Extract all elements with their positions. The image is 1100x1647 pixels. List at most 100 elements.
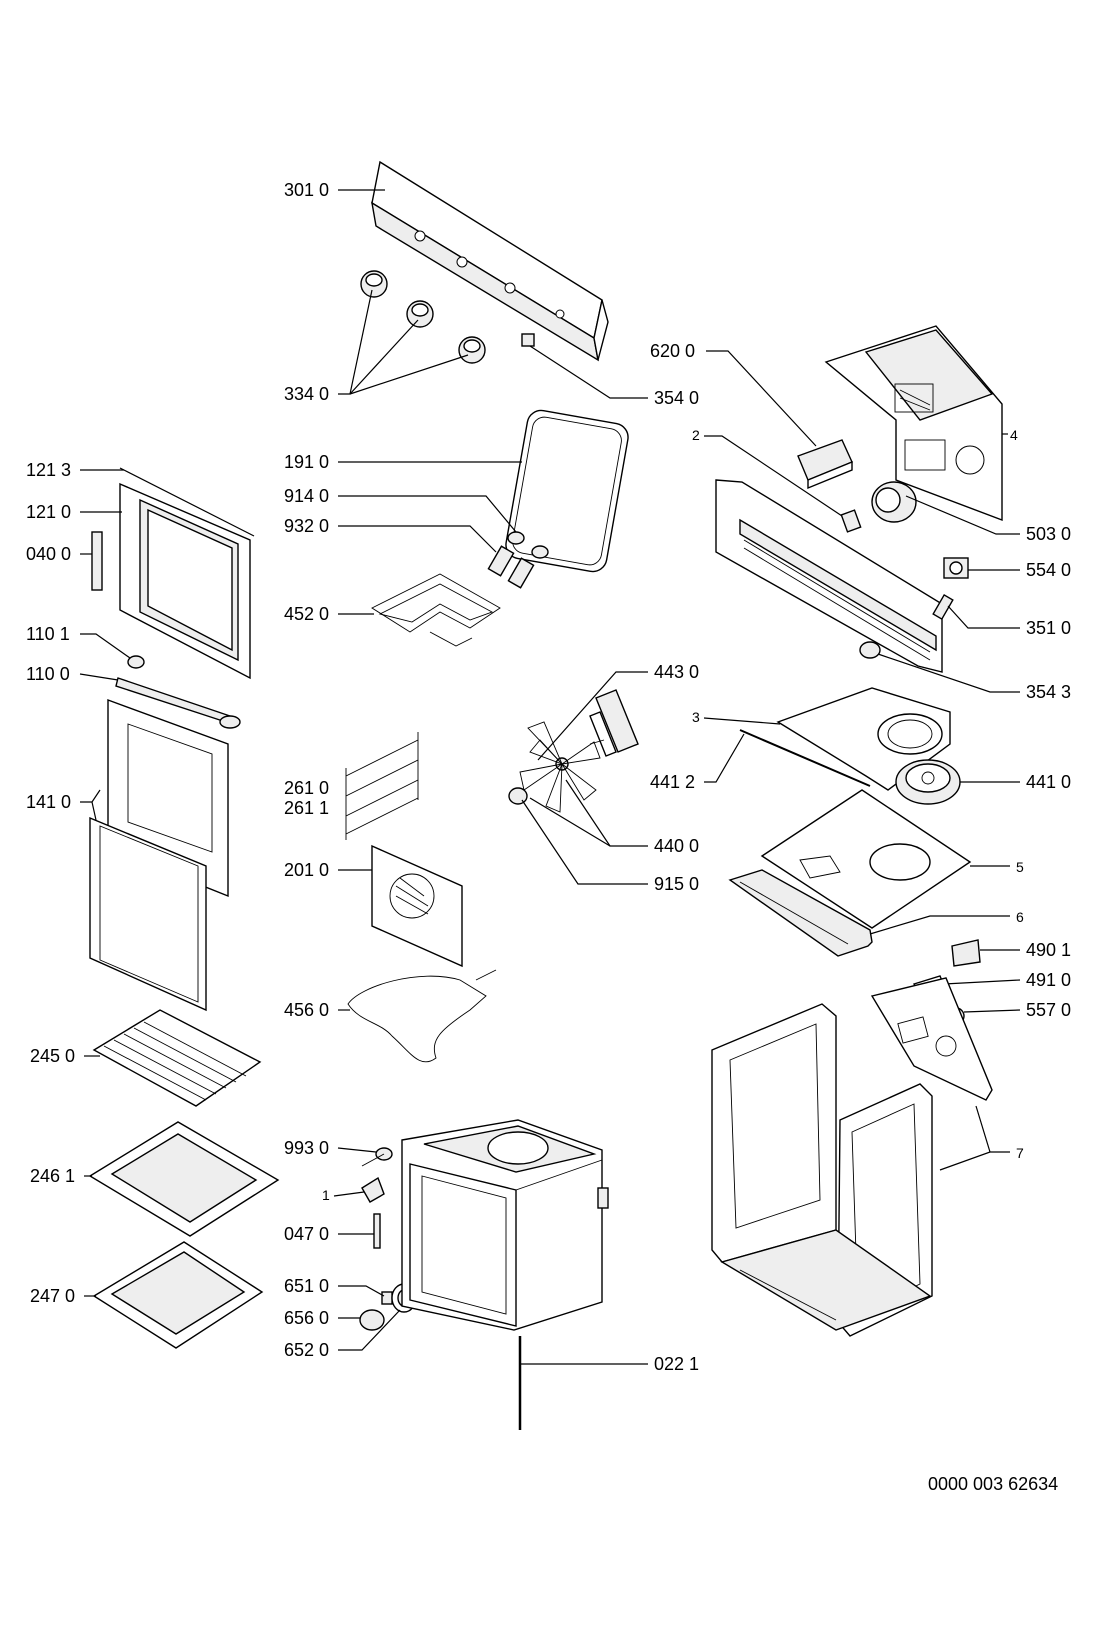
label-440-0: 440 0 [654,836,699,856]
leader-652-0 [338,1309,401,1351]
label-490-1: 490 1 [1026,940,1071,960]
switch-part [951,939,981,967]
air-duct-part [776,687,951,791]
label-247-0: 247 0 [30,1286,75,1306]
duct-strip-part [739,729,871,787]
cooling-chassis-part [824,325,1003,522]
leader-2 [704,435,849,521]
lamp-cap-part [359,1309,385,1331]
label-110-1: 110 1 [26,624,70,644]
top-plate-part [760,789,972,929]
lamp-holder-part [840,509,862,533]
label-554-0: 554 0 [1026,560,1071,580]
label-620-0: 620 0 [650,341,695,361]
label-334-0: 334 0 [284,384,329,404]
handle-spacer-part [127,655,145,669]
label-354-0: 354 0 [654,388,699,408]
leader-651-0 [338,1285,385,1297]
leader-141-0b [91,801,97,821]
leader-503-0 [905,495,1020,535]
fan-blade-part [519,721,601,813]
wire-shelf-part [92,1009,262,1107]
leader-993-0 [337,1147,377,1153]
label-993-0: 993 0 [284,1138,329,1158]
label-141-0: 141 0 [26,792,71,812]
bottom-plate-part [728,869,873,957]
door-top-trim [119,467,255,537]
fan-motor-part [589,689,639,757]
leader-334-0b [349,319,419,395]
leader-141-0 [80,789,101,803]
leader-620-0 [706,350,817,447]
label-456-0: 456 0 [284,1000,329,1020]
leader-443-0 [537,671,648,761]
tangential-fan-part [895,759,961,805]
label-022-1: 022 1 [654,1354,699,1374]
label-201-0: 201 0 [284,860,329,880]
leader-7 [939,1151,1010,1171]
leader-491-0 [943,979,1021,985]
oven-housing-part [711,1003,933,1337]
label-5: 5 [1016,859,1024,875]
rear-control-plate-part [870,977,993,1101]
label-110-0: 110 0 [26,664,70,684]
label-443-0: 443 0 [654,662,699,682]
leader-3 [703,717,781,725]
oven-cavity-part [401,1119,609,1331]
control-panel-part [371,160,609,362]
inner-door-part [119,482,251,680]
leader-441-2 [704,733,745,783]
label-915-0: 915 0 [654,874,699,894]
label-121-3: 121 3 [26,460,71,480]
lamp-part [859,641,881,659]
label-4: 4 [1010,427,1018,443]
door-glass-part [89,698,229,1012]
leader-334-0 [338,289,373,395]
fan-nut-part [508,787,528,805]
label-2: 2 [692,427,700,443]
insulator-part [487,545,515,577]
cooling-motor-part [871,481,917,523]
label-503-0: 503 0 [1026,524,1071,544]
label-1: 1 [322,1187,330,1203]
label-932-0: 932 0 [284,516,329,536]
label-441-0: 441 0 [1026,772,1071,792]
label-557-0: 557 0 [1026,1000,1071,1020]
shelf-runner-part [345,732,419,840]
leader-354-0 [529,345,648,399]
leader-354-3 [877,653,1020,693]
leader-7b [975,1105,991,1153]
knob-part [360,270,486,364]
label-651-0: 651 0 [284,1276,329,1296]
leader-351-0 [947,605,1020,629]
baking-tray-part [88,1121,280,1237]
fastener-part [361,1176,385,1203]
label-040-0: 040 0 [26,544,71,564]
leader-440-0b [529,797,611,847]
switch-block-part [797,439,853,490]
circular-heater-part [347,969,497,1063]
fan-cover-part [371,844,463,968]
label-441-2: 441 2 [650,772,695,792]
pin-part [373,1213,381,1249]
label-121-0: 121 0 [26,502,71,522]
leader-1 [333,1191,365,1197]
leader-914-0 [338,495,517,533]
label-656-0: 656 0 [284,1308,329,1328]
doc-number: 0000 003 62634 [928,1474,1058,1494]
label-914-0: 914 0 [284,486,329,506]
label-261-1: 261 1 [284,798,329,818]
hinge-part [91,531,103,591]
front-frame-part [715,479,943,673]
thermostat-part [943,557,969,579]
label-301-0: 301 0 [284,180,329,200]
label-652-0: 652 0 [284,1340,329,1360]
label-191-0: 191 0 [284,452,329,472]
label-7: 7 [1016,1145,1024,1161]
label-354-3: 354 3 [1026,682,1071,702]
indicator-lamp-part [521,333,535,347]
lamp-glass-part [381,1291,393,1305]
deep-tray-part [92,1241,264,1349]
door-gasket-part [505,409,629,573]
label-3: 3 [692,709,700,725]
